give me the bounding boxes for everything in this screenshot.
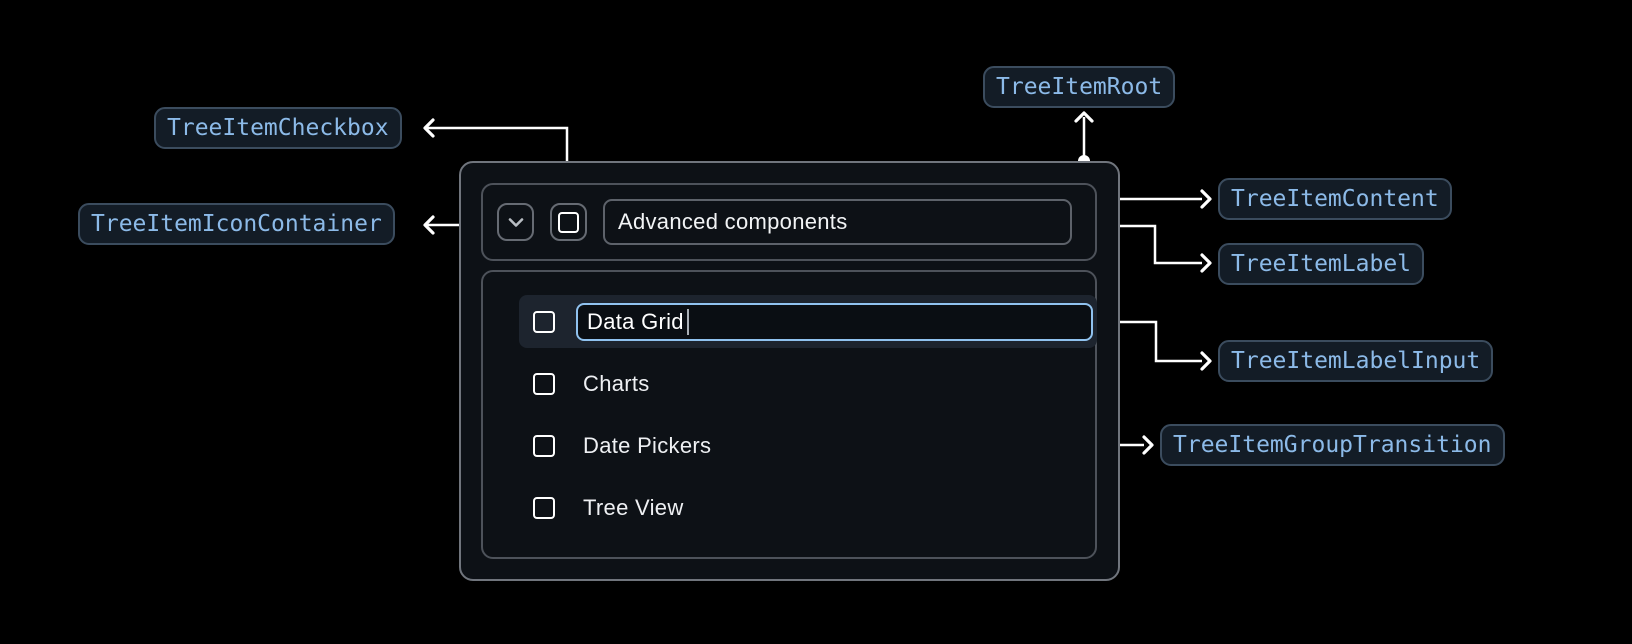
label-input-value: Data Grid [587, 308, 684, 334]
text-cursor-icon [686, 308, 689, 335]
parent-label-text: Advanced components [618, 209, 848, 234]
tree-item-row-date-pickers[interactable]: Date Pickers [519, 419, 1097, 472]
annotation-tree-item-label-input: TreeItemLabelInput [1218, 340, 1494, 382]
annotation-tree-item-checkbox: TreeItemCheckbox [154, 107, 402, 149]
tree-item-label[interactable]: Advanced components [603, 199, 1072, 245]
tree-item-label: Charts [583, 370, 650, 396]
tree-item-checkbox[interactable] [550, 203, 587, 241]
annotation-tree-item-content: TreeItemContent [1218, 178, 1452, 220]
chevron-down-icon [508, 217, 523, 227]
tree-item-group-transition [481, 270, 1097, 559]
checkbox-unchecked-icon[interactable] [533, 372, 555, 395]
tree-item-row-tree-view[interactable]: Tree View [519, 481, 1097, 534]
annotation-tree-item-icon-container: TreeItemIconContainer [78, 203, 395, 245]
tree-item-label: Date Pickers [583, 432, 712, 458]
tree-item-row-data-grid[interactable]: Data Grid [519, 295, 1097, 348]
annotation-tree-item-root: TreeItemRoot [983, 66, 1176, 108]
checkbox-unchecked-icon [558, 211, 579, 233]
annotation-tree-item-label: TreeItemLabel [1218, 243, 1425, 285]
connector-tree-item-root [1074, 111, 1094, 167]
tree-item-label: Tree View [583, 494, 684, 520]
tree-item-row-charts[interactable]: Charts [519, 357, 1097, 410]
annotation-tree-item-group-transition: TreeItemGroupTransition [1160, 424, 1505, 466]
tree-item-label-input[interactable]: Data Grid [576, 302, 1093, 341]
tree-item-content[interactable]: Advanced components [481, 183, 1097, 261]
checkbox-unchecked-icon[interactable] [533, 496, 555, 519]
checkbox-unchecked-icon[interactable] [533, 434, 555, 457]
expand-collapse-button[interactable] [497, 203, 534, 241]
checkbox-unchecked-icon[interactable] [533, 310, 555, 333]
